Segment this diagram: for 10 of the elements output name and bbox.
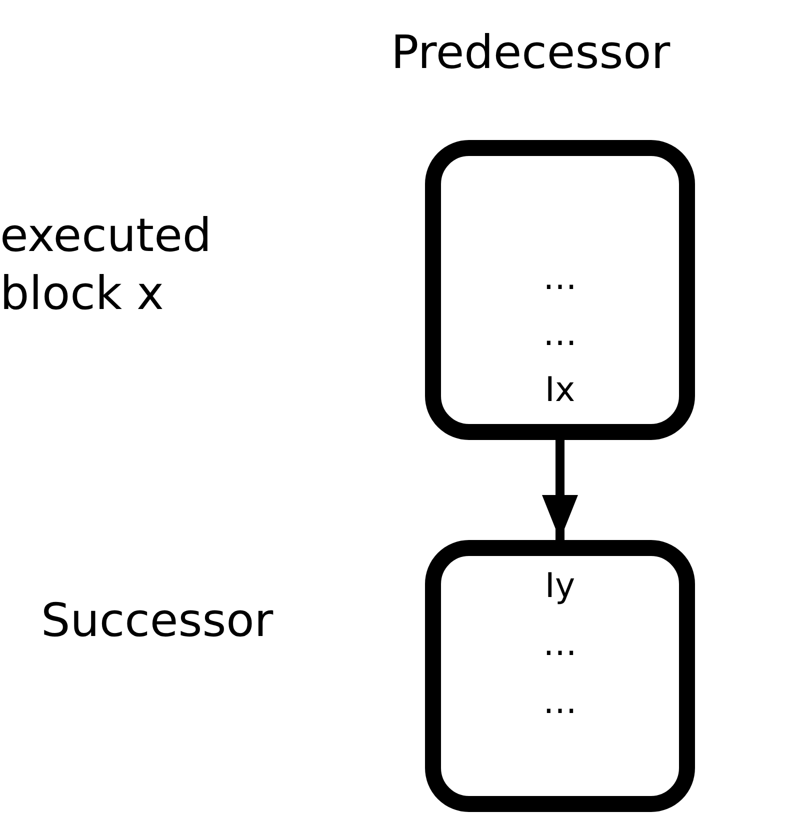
block-caption: Successor <box>41 592 274 648</box>
instruction-text: … <box>543 258 577 298</box>
block-heading: Predecessor <box>391 24 670 80</box>
arrow <box>542 440 578 540</box>
instruction-text: … <box>543 682 577 722</box>
instruction-text: … <box>543 314 577 354</box>
instruction-text: Ix <box>544 370 576 410</box>
note-text: executed block x <box>0 207 213 322</box>
instruction-text: … <box>543 624 577 664</box>
instruction-text: Iy <box>544 566 576 606</box>
